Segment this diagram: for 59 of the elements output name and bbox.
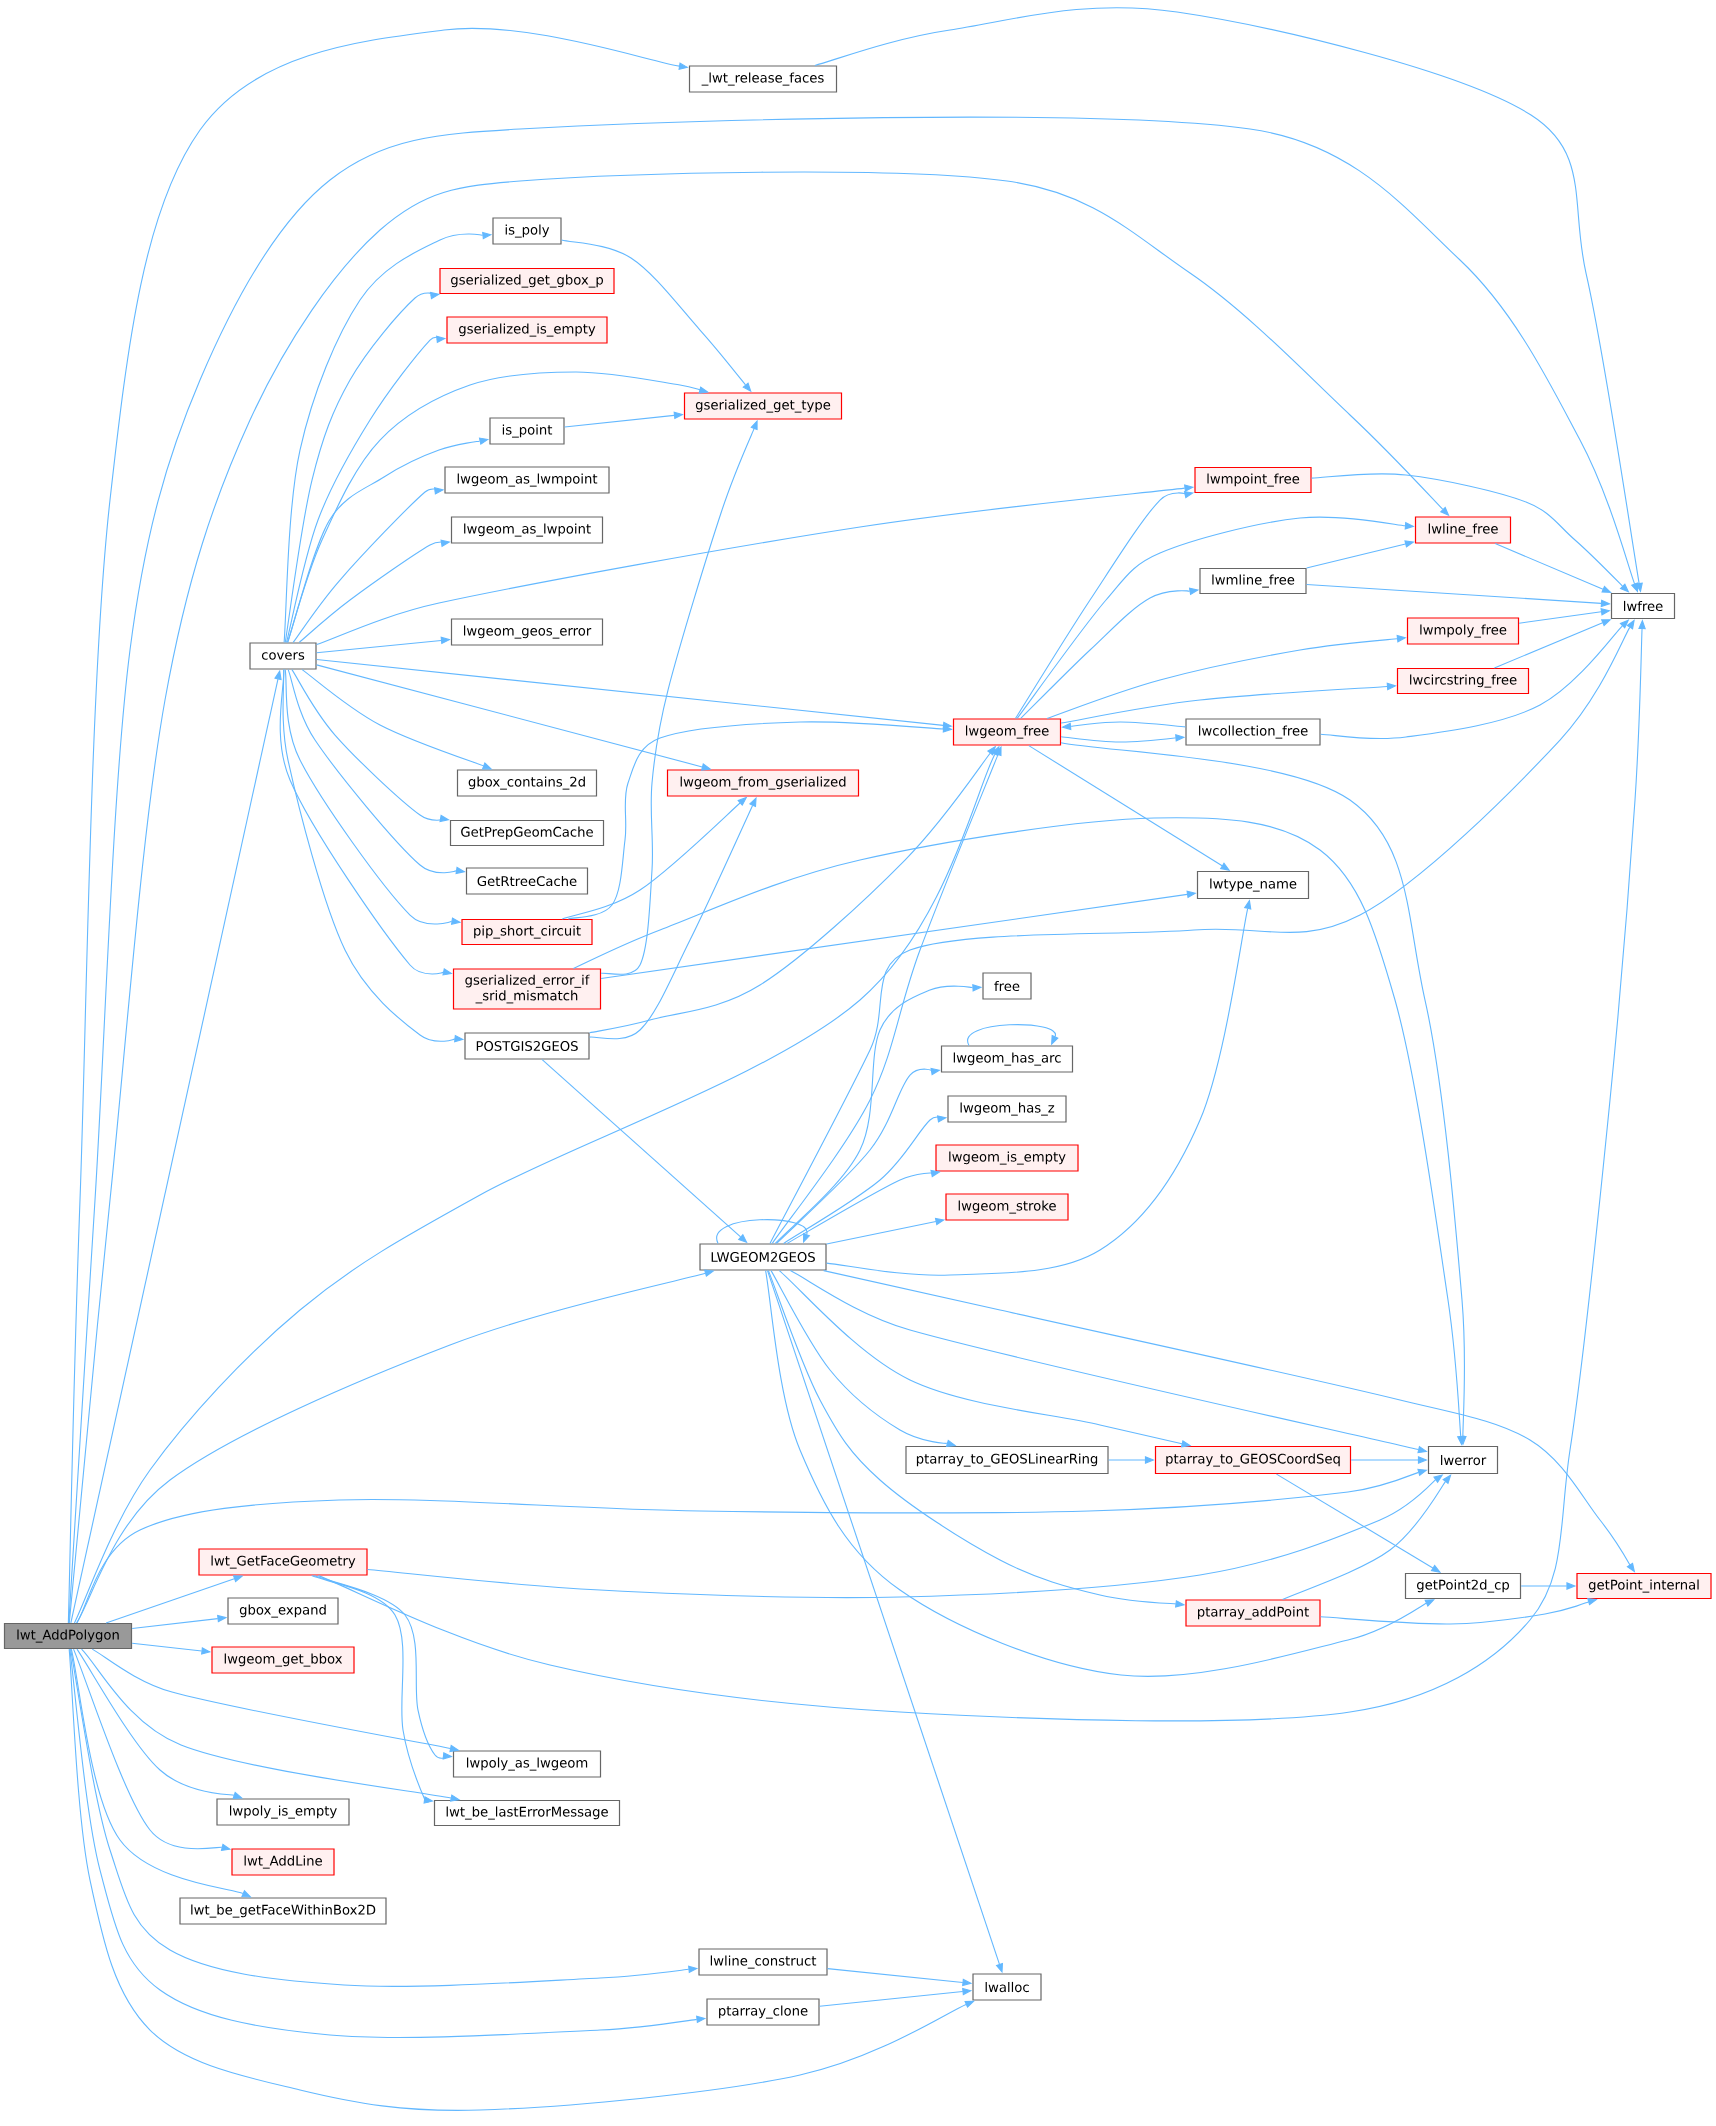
function-box: lwgeom_has_z <box>947 1095 1067 1123</box>
arrow <box>769 619 1635 1244</box>
function-box: lwgeom_get_bbox <box>211 1646 355 1674</box>
function-box: LWGEOM2GEOS <box>699 1243 827 1271</box>
function-box: lwgeom_stroke <box>945 1193 1069 1221</box>
function-box: GetRtreeCache <box>465 867 589 895</box>
function-box: lwgeom_as_lwmpoint <box>444 466 610 494</box>
function-box: pip_short_circuit <box>461 918 593 946</box>
function-box: lwt_be_lastErrorMessage <box>433 1799 621 1827</box>
function-box: lwalloc <box>972 1973 1042 2001</box>
function-box: lwgeom_geos_error <box>450 618 604 646</box>
function-box: ptarray_clone <box>706 1998 820 2026</box>
function-box: lwtype_name <box>1196 870 1310 900</box>
function-box: lwmpoint_free <box>1194 466 1312 494</box>
function-box: gserialized_get_gbox_p <box>439 267 615 295</box>
function-box: lwgeom_free <box>952 718 1062 746</box>
loop-arrow <box>716 1219 811 1244</box>
function-box: ptarray_to_GEOSCoordSeq <box>1154 1445 1352 1475</box>
function-box: lwgeom_as_lwpoint <box>450 516 604 544</box>
function-box: gserialized_get_type <box>683 392 843 420</box>
function-box: lwt_be_getFaceWithinBox2D <box>179 1897 387 1925</box>
function-box: lwt_AddPolygon <box>3 1622 133 1650</box>
function-box: gbox_contains_2d <box>456 769 598 797</box>
function-box: lwt_AddLine <box>231 1848 335 1876</box>
function-box: lwcircstring_free <box>1396 667 1530 695</box>
function-box: ptarray_to_GEOSLinearRing <box>905 1445 1109 1475</box>
function-box: lwgeom_from_gserialized <box>666 769 860 797</box>
function-box: getPoint2d_cp <box>1404 1572 1522 1600</box>
function-box: GetPrepGeomCache <box>449 819 605 847</box>
function-box: lwline_construct <box>698 1948 828 1976</box>
function-box: free <box>982 972 1032 1000</box>
arrow <box>765 1270 1435 1677</box>
function-box: lwline_free <box>1414 516 1512 544</box>
function-box: gbox_expand <box>227 1597 339 1625</box>
loop-arrow <box>967 1024 1059 1046</box>
function-box: is_poly <box>492 217 562 245</box>
arrow <box>1494 543 1612 593</box>
function-box: covers <box>249 642 317 670</box>
function-box: gserialized_error_if _srid_mismatch <box>452 968 602 1010</box>
arrow <box>68 116 1639 1624</box>
function-box: lwerror <box>1427 1445 1499 1475</box>
arrow <box>68 171 1450 1624</box>
function-box: lwpoly_as_lwgeom <box>452 1750 602 1778</box>
arrow <box>1282 1474 1452 1600</box>
function-box: ptarray_addPoint <box>1185 1599 1321 1627</box>
function-box: lwmline_free <box>1199 567 1307 595</box>
function-box: lwcollection_free <box>1185 718 1321 746</box>
function-box: lwmpoly_free <box>1406 617 1520 645</box>
function-box: lwgeom_is_empty <box>935 1144 1079 1172</box>
arrow <box>68 1648 975 2111</box>
function-box: lwfree <box>1610 592 1676 620</box>
function-box: getPoint_internal <box>1576 1572 1712 1600</box>
function-box: lwgeom_has_arc <box>940 1045 1074 1073</box>
function-box: POSTGIS2GEOS <box>464 1032 590 1060</box>
function-box: gserialized_is_empty <box>446 316 608 344</box>
function-box: _lwt_release_faces <box>688 65 838 93</box>
function-box: is_point <box>489 417 565 445</box>
function-box: lwt_GetFaceGeometry <box>198 1548 368 1576</box>
function-box: lwpoly_is_empty <box>216 1798 350 1826</box>
